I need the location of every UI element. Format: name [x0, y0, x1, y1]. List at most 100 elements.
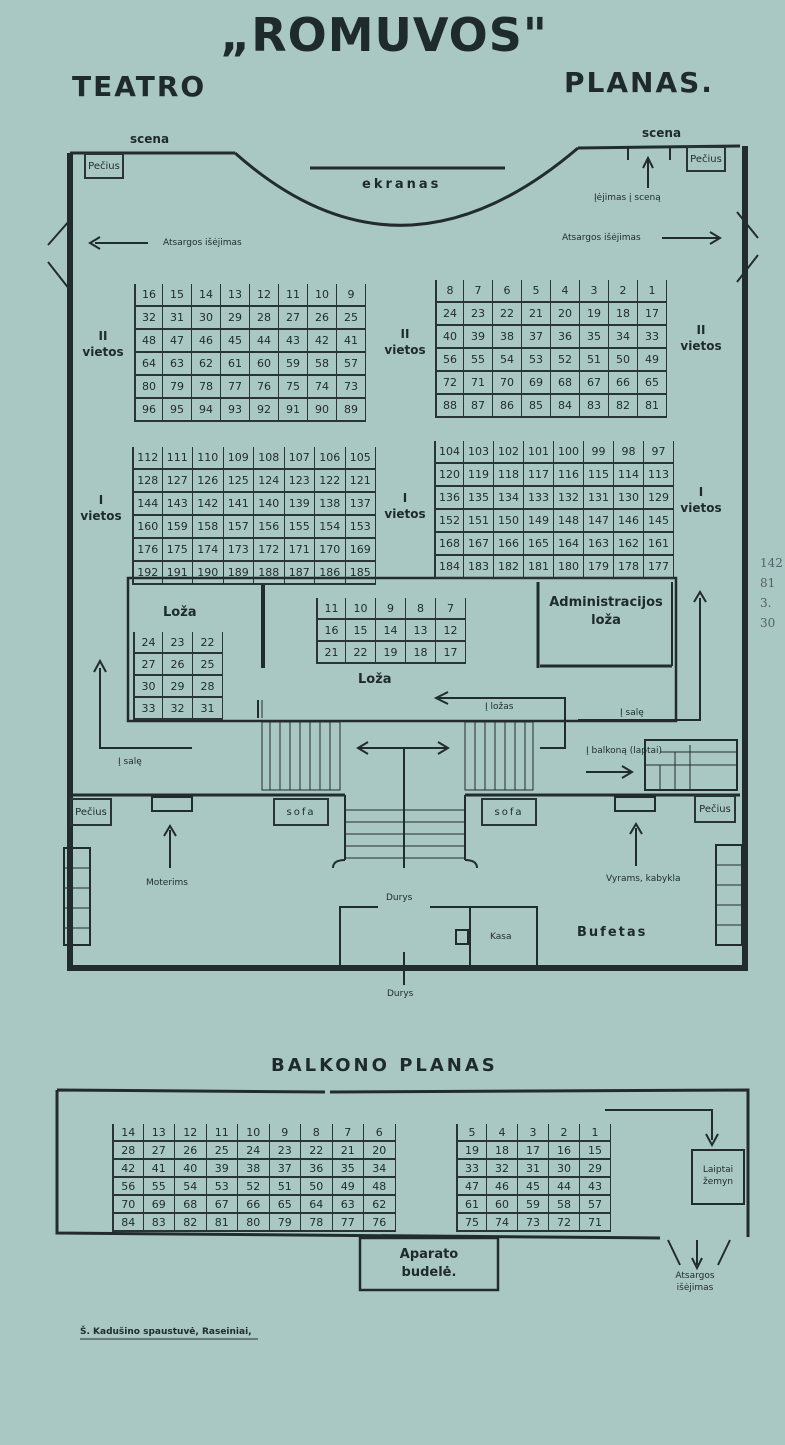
seat: 74 [308, 376, 337, 399]
seat: 71 [580, 1214, 611, 1232]
stage-label-right: scena [642, 126, 682, 140]
sofa-right: sofa [481, 798, 537, 826]
seat: 95 [163, 399, 192, 422]
seat: 20 [364, 1142, 396, 1160]
seat: 11 [316, 598, 346, 620]
seat: 49 [332, 1178, 364, 1196]
seat: 53 [206, 1178, 238, 1196]
seat: 67 [206, 1196, 238, 1214]
seat: 101 [524, 441, 554, 464]
seat: 57 [337, 353, 366, 376]
seat: 58 [549, 1196, 580, 1214]
seat: 32 [134, 307, 163, 330]
seat: 22 [493, 303, 522, 326]
seat: 149 [524, 510, 554, 533]
seat: 51 [580, 349, 609, 372]
seat: 135 [464, 487, 494, 510]
seat: 169 [345, 539, 376, 562]
seat: 155 [284, 516, 315, 539]
seat: 176 [132, 539, 163, 562]
seat: 68 [551, 372, 580, 395]
seat: 106 [315, 447, 346, 470]
seat: 145 [644, 510, 674, 533]
seat: 38 [493, 326, 522, 349]
seat: 9 [337, 284, 366, 307]
seat: 6 [493, 280, 522, 303]
seat: 104 [434, 441, 464, 464]
seat: 63 [163, 353, 192, 376]
seat: 76 [364, 1214, 396, 1232]
seat: 7 [464, 280, 493, 303]
seat: 50 [301, 1178, 333, 1196]
seat: 89 [337, 399, 366, 422]
seat: 191 [162, 562, 193, 585]
seat: 30 [192, 307, 221, 330]
seat: 187 [284, 562, 315, 585]
seat: 72 [435, 372, 464, 395]
seat: 59 [518, 1196, 549, 1214]
seat: 33 [638, 326, 667, 349]
seat: 126 [193, 470, 224, 493]
seat: 48 [364, 1178, 396, 1196]
seat: 2 [609, 280, 638, 303]
seat: 35 [332, 1160, 364, 1178]
seat: 60 [250, 353, 279, 376]
seat: 31 [518, 1160, 549, 1178]
seat: 26 [175, 1142, 207, 1160]
theatre-name: „ROMUVOS" [220, 8, 548, 62]
seat: 14 [112, 1124, 144, 1142]
seat: 28 [193, 676, 223, 698]
seat: 174 [193, 539, 224, 562]
seat: 148 [554, 510, 584, 533]
seat: 18 [406, 642, 436, 664]
seat: 58 [308, 353, 337, 376]
seat: 103 [464, 441, 494, 464]
seat: 87 [464, 395, 493, 418]
seat: 12 [436, 620, 466, 642]
seat: 65 [638, 372, 667, 395]
seat: 72 [549, 1214, 580, 1232]
seat: 19 [580, 303, 609, 326]
seat: 49 [638, 349, 667, 372]
seat: 59 [279, 353, 308, 376]
seat: 153 [345, 516, 376, 539]
seat: 33 [456, 1160, 487, 1178]
seat: 188 [254, 562, 285, 585]
seat: 16 [316, 620, 346, 642]
seat: 175 [162, 539, 193, 562]
seat: 31 [163, 307, 192, 330]
seat: 23 [269, 1142, 301, 1160]
seat: 132 [554, 487, 584, 510]
seat: 76 [250, 376, 279, 399]
seat: 17 [638, 303, 667, 326]
seat: 7 [332, 1124, 364, 1142]
seat: 165 [524, 533, 554, 556]
to-boxes-label: Į ložas [485, 702, 514, 712]
seat: 69 [143, 1196, 175, 1214]
seat: 35 [580, 326, 609, 349]
seat: 22 [346, 642, 376, 664]
seat: 182 [494, 556, 524, 579]
seat: 9 [376, 598, 406, 620]
seat: 147 [584, 510, 614, 533]
stage-label-left: scena [130, 132, 170, 146]
seat: 56 [435, 349, 464, 372]
seat: 192 [132, 562, 163, 585]
seat: 92 [250, 399, 279, 422]
seat: 7 [436, 598, 466, 620]
seat: 183 [464, 556, 494, 579]
seat: 36 [301, 1160, 333, 1178]
seat: 70 [112, 1196, 144, 1214]
seat: 96 [134, 399, 163, 422]
seat: 41 [143, 1160, 175, 1178]
emergency-exit-left: Atsargos išėjimas [163, 238, 242, 248]
seat: 37 [522, 326, 551, 349]
seat: 63 [332, 1196, 364, 1214]
